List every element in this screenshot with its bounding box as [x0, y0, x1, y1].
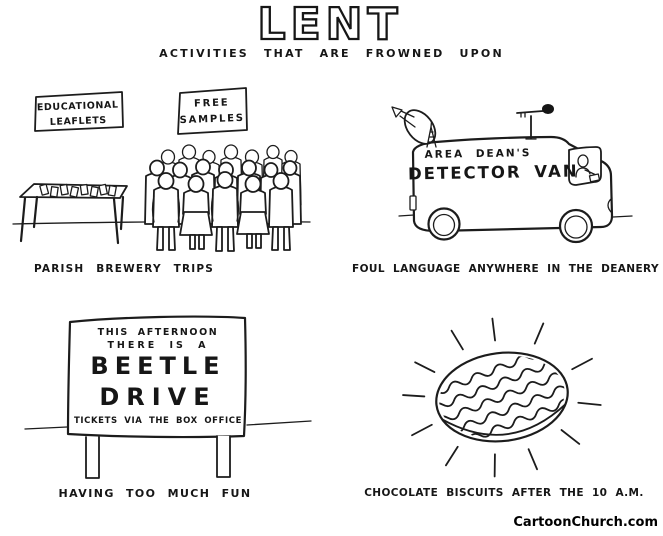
beetle-sign-line5: TICKETS VIA THE BOX OFFICE: [74, 416, 242, 426]
chocolate-biscuit-drawing: [402, 317, 602, 478]
educational-leaflets-line1: EDUCATIONAL: [36, 99, 119, 114]
crowd-drawing: [144, 144, 302, 252]
beetle-drive-sign-board: [66, 315, 247, 479]
van-side-text-line2: DETECTOR VAN: [407, 161, 579, 184]
ground-line-beetle: [24, 420, 312, 430]
caption-parish-brewery-trips: PARISH BREWERY TRIPS: [33, 263, 215, 275]
caption-foul-language: FOUL LANGUAGE ANYWHERE IN THE DEANERY: [352, 263, 659, 275]
beetle-sign-line1: THIS AFTERNOON: [97, 327, 219, 338]
leaflet-table-drawing: [19, 183, 128, 245]
educational-leaflets-sign-text: EDUCATIONAL LEAFLETS: [33, 97, 124, 130]
educational-leaflets-line2: LEAFLETS: [49, 115, 107, 128]
educational-leaflets-sign-board: [34, 91, 124, 132]
beetle-sign-line4: DRIVE: [99, 383, 217, 411]
ground-line-van: [398, 214, 633, 218]
sun-rays: [402, 317, 602, 478]
beetle-sign-line3: BEETLE: [90, 352, 226, 380]
free-samples-sign-text: FREE SAMPLES: [176, 95, 247, 129]
subtitle-text: ACTIVITIES THAT ARE FROWNED UPON: [159, 47, 504, 60]
free-samples-sign-board: [177, 87, 248, 135]
van-side-text-line1: AREA DEAN'S: [424, 147, 532, 161]
beetle-sign-line2: THERE IS A: [107, 340, 209, 351]
caption-having-too-much-fun: HAVING TOO MUCH FUN: [58, 487, 252, 500]
detector-van-drawing: [391, 104, 614, 244]
watermark-cartoonchurch: CartoonChurch.com: [513, 515, 658, 530]
caption-chocolate-biscuits: CHOCOLATE BISCUITS AFTER THE 10 A.M.: [364, 487, 644, 499]
free-samples-line2: SAMPLES: [179, 112, 246, 127]
title-text: LENT: [258, 0, 403, 50]
